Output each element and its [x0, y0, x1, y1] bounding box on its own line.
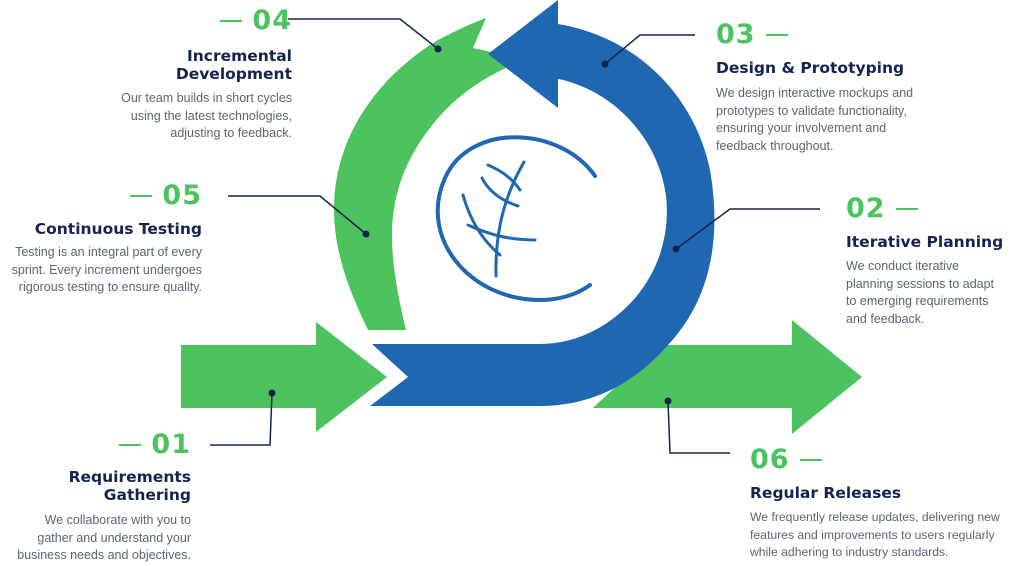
step-04-desc-line: Our team builds in short cycles — [121, 91, 292, 105]
step-04-number-row: 04 — [32, 6, 292, 36]
step-01-desc-line: We collaborate with you to — [44, 513, 191, 527]
step-06-desc-line: features and improvements to users regul… — [750, 527, 995, 542]
step-03-title: Design & Prototyping — [716, 59, 905, 77]
step-06-desc-line: We frequently release updates, deliverin… — [750, 510, 1000, 524]
step-01-title: Requirements Gathering — [0, 468, 191, 504]
step-04-number: 04 — [252, 5, 292, 36]
step-01-dash — [119, 444, 142, 446]
step-02-desc-line: and feedback. — [846, 311, 925, 326]
step-03-desc-line: feedback throughout. — [716, 138, 834, 153]
step-06-number-row: 06 — [750, 445, 1022, 475]
leader-line-04 — [288, 18, 439, 50]
leader-line-02 — [675, 208, 820, 250]
step-02-number: 02 — [846, 193, 886, 224]
step-03-desc-line: ensuring your involvement and — [716, 121, 887, 135]
step-03: 03 Design & Prototyping We design intera… — [716, 20, 976, 155]
blue-cycle-arc — [370, 0, 715, 406]
step-01-desc-line: business needs and objectives. — [17, 548, 191, 562]
step-04-desc-line: adjusting to feedback. — [170, 126, 292, 140]
step-04: 04 Incremental Development Our team buil… — [32, 6, 292, 143]
step-02-number-row: 02 — [846, 194, 1022, 224]
marker-dot-03 — [601, 60, 609, 68]
step-01-title-line-1: Requirements — [68, 468, 191, 486]
step-05-description: Testing is an integral part of every spr… — [0, 244, 202, 297]
step-03-desc-line: We design interactive mockups and — [716, 86, 914, 100]
step-03-desc-line: prototypes to validate functionality, — [716, 103, 907, 118]
step-05-number-row: 05 — [0, 181, 202, 211]
step-04-title-line-2: Development — [175, 65, 292, 83]
step-02: 02 Iterative Planning We conduct iterati… — [846, 194, 1022, 328]
marker-dot-06 — [664, 397, 672, 405]
step-06-number: 06 — [750, 444, 790, 475]
step-01-desc-line: gather and understand your — [37, 530, 191, 545]
leader-line-03 — [604, 34, 695, 65]
step-03-number: 03 — [716, 19, 756, 50]
step-06-title: Regular Releases — [750, 484, 902, 502]
step-04-description: Our team builds in short cycles using th… — [32, 90, 292, 143]
step-01-title-line-2: Gathering — [103, 486, 191, 504]
step-02-desc-line: We conduct iterative — [846, 259, 960, 273]
step-04-title-line-1: Incremental — [186, 47, 292, 65]
step-03-description: We design interactive mockups and protot… — [716, 85, 976, 155]
step-02-desc-line: planning sessions to adapt — [846, 276, 995, 291]
step-02-description: We conduct iterative planning sessions t… — [846, 258, 1022, 328]
leader-line-06 — [667, 400, 730, 454]
step-05-desc-line: rigorous testing to ensure quality. — [18, 280, 202, 294]
step-02-desc-line: to emerging requirements — [846, 294, 989, 308]
marker-dot-04 — [434, 45, 442, 53]
step-05: 05 Continuous Testing Testing is an inte… — [0, 181, 202, 297]
step-01-number-row: 01 — [0, 430, 191, 460]
step-06-desc-line: while adhering to industry standards. — [750, 545, 949, 559]
step-05-desc-line: Testing is an integral part of every — [15, 245, 202, 259]
step-02-title: Iterative Planning — [846, 233, 1004, 251]
step-03-number-row: 03 — [716, 20, 976, 50]
step-04-title: Incremental Development — [32, 47, 292, 83]
step-01: 01 Requirements Gathering We collaborate… — [0, 430, 191, 565]
leader-line-01 — [210, 392, 273, 446]
marker-dot-01 — [268, 389, 276, 397]
step-01-description: We collaborate with you to gather and un… — [0, 512, 191, 565]
leader-line-05 — [228, 195, 367, 235]
step-02-dash — [895, 208, 918, 210]
step-04-desc-line: using the latest technologies, — [130, 108, 292, 123]
marker-dot-05 — [362, 230, 370, 238]
step-04-dash — [220, 20, 243, 22]
green-cycle-arc — [334, 18, 527, 330]
step-05-number: 05 — [162, 180, 202, 211]
step-05-title: Continuous Testing — [34, 220, 202, 238]
step-06-dash — [799, 459, 822, 461]
step-01-number: 01 — [151, 429, 191, 460]
marker-dot-02 — [672, 245, 680, 253]
input-arrow — [181, 322, 387, 432]
step-03-dash — [765, 34, 788, 36]
step-06-description: We frequently release updates, deliverin… — [750, 509, 1022, 562]
step-05-dash — [130, 195, 153, 197]
step-06: 06 Regular Releases We frequently releas… — [750, 445, 1022, 562]
globe-icon — [435, 135, 597, 303]
step-05-desc-line: sprint. Every increment undergoes — [11, 262, 202, 277]
